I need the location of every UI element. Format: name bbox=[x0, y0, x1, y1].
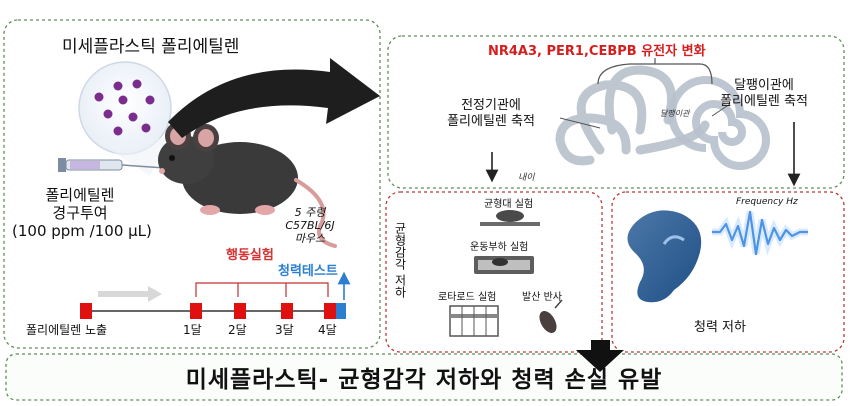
vestibule-line2: 폴리에틸렌 축적 bbox=[447, 114, 535, 129]
gene-change-title: NR4A3, PER1,CEBPB 유전자 변화 bbox=[488, 44, 706, 59]
top-right-panel-frame bbox=[387, 35, 845, 189]
hearing-test-label: 청력테스트 bbox=[278, 264, 338, 279]
syringe-icon bbox=[58, 158, 166, 172]
mouse-icon bbox=[158, 122, 337, 248]
month-3-label: 3달 bbox=[275, 323, 294, 337]
balance-test-4: 발산 반사 bbox=[522, 292, 562, 303]
left-panel-frame bbox=[3, 19, 381, 349]
balance-test-1: 균형대 실험 bbox=[484, 199, 534, 210]
exposure-timeline bbox=[80, 286, 346, 319]
behavior-test-bracket bbox=[195, 282, 329, 297]
exposure-label: 폴리에틸렌 노출 bbox=[26, 323, 108, 337]
dosing-label-line2: 경구투여 bbox=[52, 204, 108, 222]
mouse-species: 마우스 bbox=[294, 232, 326, 245]
frequency-label: Frequency Hz bbox=[736, 197, 798, 207]
cochlea-pointer bbox=[711, 103, 731, 117]
inner-ear-label: 내이 bbox=[518, 173, 535, 183]
balance-panel-frame bbox=[385, 191, 603, 353]
balance-test-2: 운동부하 실험 bbox=[470, 242, 529, 253]
conclusion-text: 미세플라스틱- 균형감각 저하와 청력 손실 유발 bbox=[185, 367, 663, 393]
ear-icon bbox=[627, 210, 702, 303]
conclusion-panel-frame bbox=[5, 353, 843, 401]
vestibule-accumulation-label: 전정기관에 폴리에틸렌 축적 bbox=[426, 98, 556, 130]
microplastic-particles-icon bbox=[78, 61, 172, 176]
cochlea-line1: 달팽이관에 bbox=[734, 78, 794, 93]
cochlea-line2: 폴리에틸렌 축적 bbox=[720, 94, 808, 109]
gene-bracket bbox=[597, 63, 713, 85]
month-4-label: 4달 bbox=[318, 323, 337, 337]
cochlea-spiral bbox=[668, 76, 770, 170]
mouse-age: 5 주령 bbox=[294, 206, 326, 219]
balance-decline-vertical-label: 균형감각 저하 bbox=[393, 222, 407, 298]
dosing-label-line3: (100 ppm /100 µL) bbox=[12, 222, 152, 240]
cochlea-small-label: 달팽이관 bbox=[660, 109, 690, 118]
cochlea-accumulation-label: 달팽이관에 폴리에틸렌 축적 bbox=[694, 78, 834, 110]
mouse-strain-label: 5 주령 C57BL/6J 마우스 bbox=[270, 206, 350, 245]
month-1-label: 1달 bbox=[183, 323, 202, 337]
balance-beam-illustration bbox=[480, 210, 540, 226]
rotarod-illustration bbox=[449, 305, 499, 337]
month-2-label: 2달 bbox=[228, 323, 247, 337]
sound-wave-icon bbox=[712, 210, 808, 256]
balance-test-3: 로타로드 실험 bbox=[438, 292, 497, 303]
dosing-label: 폴리에틸렌 경구투여 (100 ppm /100 µL) bbox=[12, 186, 152, 240]
reflex-mouse-illustration bbox=[539, 299, 563, 333]
hearing-loss-label: 청력 저하 bbox=[694, 320, 746, 335]
behavior-test-label: 행동실험 bbox=[226, 248, 274, 263]
vestibule-line1: 전정기관에 bbox=[461, 98, 521, 113]
dosing-label-line1: 폴리에틸렌 bbox=[45, 186, 115, 204]
conclusion-arrow-icon bbox=[576, 340, 624, 372]
treadmill-illustration bbox=[474, 256, 534, 274]
mouse-strain: C57BL/6J bbox=[285, 219, 335, 232]
hearing-panel-frame bbox=[611, 191, 845, 353]
curved-arrow-icon bbox=[168, 58, 380, 138]
left-panel-title: 미세플라스틱 폴리에틸렌 bbox=[62, 37, 240, 57]
vestibule-pointer bbox=[559, 117, 601, 129]
